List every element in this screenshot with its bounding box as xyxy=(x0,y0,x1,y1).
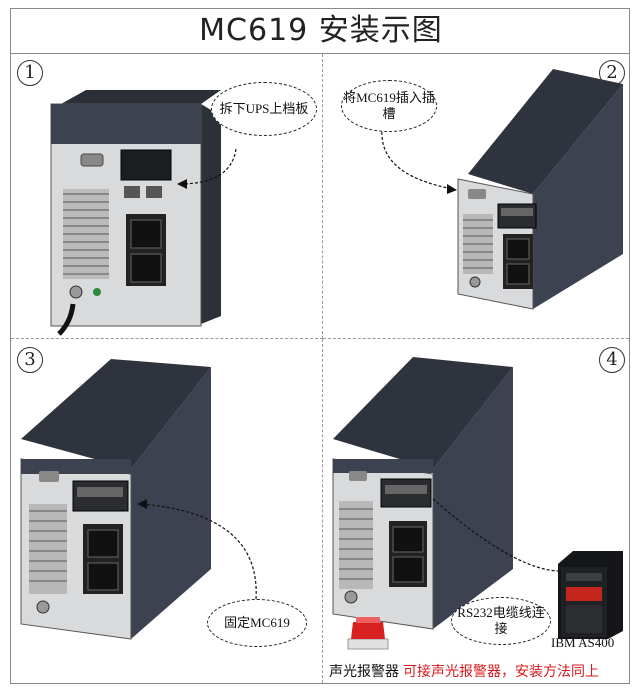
diagram-frame: MC619 安装示图 1 xyxy=(10,8,630,684)
server-label: IBM AS400 xyxy=(551,635,615,650)
ups-step-4-illustration xyxy=(332,357,623,650)
step-2-callout: 将MC619插入插槽 xyxy=(341,80,437,132)
step-2-panel: 2 xyxy=(323,54,629,339)
step-1-callout: 拆下UPS上档板 xyxy=(211,82,317,136)
step-3-number: 3 xyxy=(17,347,43,373)
alarm-label: 声光报警器 xyxy=(329,665,399,680)
alarm-note: 可接声光报警器，安装方法同上 xyxy=(403,665,599,680)
server-illustration xyxy=(558,551,623,639)
ups-step-1-illustration xyxy=(50,90,237,336)
ups-step-2-illustration xyxy=(381,69,623,310)
ups-step-3-illustration xyxy=(20,359,257,640)
title-divider xyxy=(11,53,629,54)
step-1-panel: 1 xyxy=(11,54,323,339)
step-4-number: 4 xyxy=(599,347,625,373)
diagram-title: MC619 安装示图 xyxy=(199,13,443,48)
alarm-illustration xyxy=(347,617,389,650)
step-1-number: 1 xyxy=(17,60,43,86)
step-3-callout: 固定MC619 xyxy=(207,599,307,647)
step-4-callout: RS232电缆线连接 xyxy=(451,597,551,645)
step-4-panel: 4 xyxy=(323,339,629,683)
step-3-panel: 3 xyxy=(11,339,323,683)
